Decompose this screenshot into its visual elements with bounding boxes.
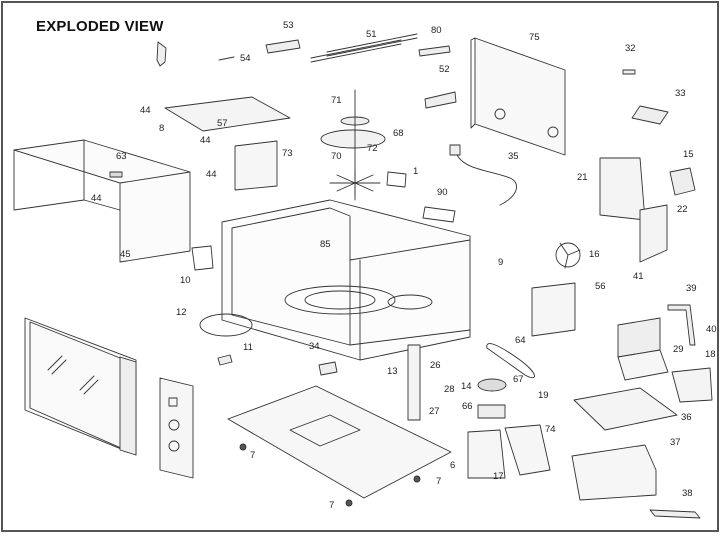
part-label-45: 45 (120, 249, 131, 260)
part-label-51: 51 (366, 29, 377, 40)
part-label-75: 75 (529, 32, 540, 43)
part-label-7b: 7 (436, 476, 442, 487)
part-label-63: 63 (116, 151, 127, 162)
part-label-73: 73 (282, 148, 293, 159)
hv-board-part (573, 387, 678, 431)
top-cover-part (164, 96, 291, 132)
part-label-37: 37 (670, 437, 681, 448)
part-label-39: 39 (686, 283, 697, 294)
part-label-28: 28 (444, 384, 455, 395)
part-label-18: 18 (705, 349, 716, 360)
part-label-54: 54 (240, 53, 251, 64)
cooling-fan-part (555, 242, 581, 269)
part-label-35: 35 (508, 151, 519, 162)
part-label-66: 66 (462, 401, 473, 412)
part-label-53: 53 (283, 20, 294, 31)
part-label-36: 36 (681, 412, 692, 423)
base-plate-part (227, 385, 452, 499)
part-label-80: 80 (431, 25, 442, 36)
part-label-33: 33 (675, 88, 686, 99)
part-label-41: 41 (633, 271, 644, 282)
part-label-11: 11 (243, 342, 253, 353)
part-label-52: 52 (439, 64, 450, 75)
part-label-34: 34 (309, 341, 320, 352)
part-label-9: 9 (498, 257, 504, 268)
part-label-32: 32 (625, 43, 636, 54)
control-panel-part (159, 377, 194, 479)
part-label-67: 67 (513, 374, 524, 385)
part-label-40: 40 (706, 324, 717, 335)
part-label-44b: 44 (200, 135, 211, 146)
part-label-56: 56 (595, 281, 606, 292)
part-label-72: 72 (367, 143, 378, 154)
part-label-29: 29 (673, 344, 684, 355)
part-label-21: 21 (577, 172, 588, 183)
part-label-16: 16 (589, 249, 600, 260)
part-label-64: 64 (515, 335, 526, 346)
part-label-90: 90 (437, 187, 448, 198)
part-label-44c: 44 (206, 169, 217, 180)
part-label-57: 57 (217, 118, 228, 129)
diagram-title: EXPLODED VIEW (36, 18, 164, 35)
part-label-38: 38 (682, 488, 693, 499)
part-label-7c: 7 (329, 500, 335, 511)
part-label-7a: 7 (250, 450, 256, 461)
part-label-13: 13 (387, 366, 398, 377)
hinge-part (265, 39, 301, 54)
magnetron-part (617, 317, 669, 381)
part-label-70: 70 (331, 151, 342, 162)
part-label-1: 1 (413, 166, 419, 177)
part-label-22: 22 (677, 204, 688, 215)
part-label-19: 19 (538, 390, 549, 401)
part-label-17: 17 (493, 471, 504, 482)
door-part (24, 317, 137, 456)
part-label-44d: 44 (91, 193, 102, 204)
part-label-12: 12 (176, 307, 187, 318)
cavity-body-part (221, 199, 471, 361)
part-label-15: 15 (683, 149, 694, 160)
part-label-26: 26 (430, 360, 441, 371)
part-label-71: 71 (331, 95, 342, 106)
part-label-6: 6 (450, 460, 456, 471)
part-label-68: 68 (393, 128, 404, 139)
part-label-74: 74 (545, 424, 556, 435)
part-label-44a: 44 (140, 105, 151, 116)
part-label-85: 85 (320, 239, 331, 250)
fan-blade-part (329, 169, 381, 197)
part-label-27: 27 (429, 406, 440, 417)
part-label-10: 10 (180, 275, 191, 286)
back-panel-part (470, 37, 566, 156)
outer-case-part (13, 139, 191, 263)
part-label-14: 14 (461, 381, 472, 392)
part-label-8: 8 (159, 123, 165, 134)
